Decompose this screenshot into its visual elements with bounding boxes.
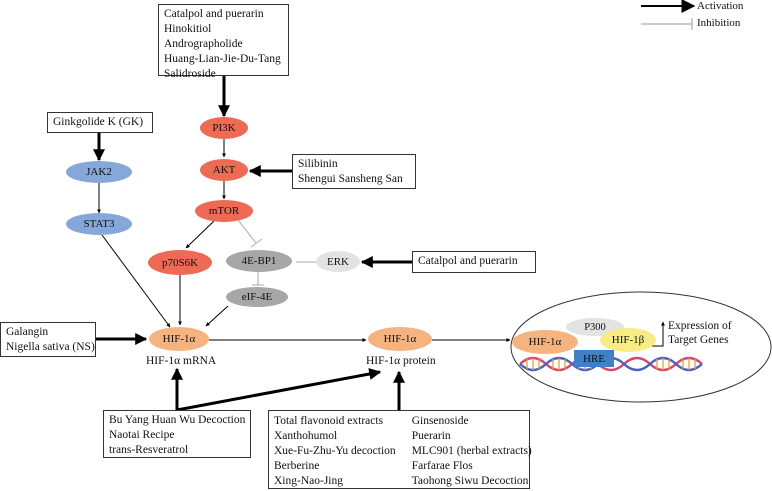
hif-protein-node: HIF-1α <box>368 327 432 351</box>
bottom-right-item: Berberine <box>274 460 320 472</box>
bottom-right-item: Xue-Fu-Zhu-Yu decoction <box>274 445 396 457</box>
arrow-bottom-left-to-hif-protein <box>176 368 382 412</box>
bottom-right-item: Farfarae Flos <box>411 460 473 472</box>
expression-label-line-1: Expression of <box>668 320 732 332</box>
bottom-right-item: MLC901 (herbal extracts) <box>411 445 532 457</box>
hif-mrna-activator-2: Nigella sativa (NS) <box>6 341 95 353</box>
hif-protein-label: HIF-1α protein <box>366 355 436 367</box>
legend-inhibition-label: Inhibition <box>697 17 741 29</box>
hif-mrna-activators-box: Galangin Nigella sativa (NS) <box>0 322 96 357</box>
hif-mrna-label: HIF-1α mRNA <box>146 355 217 367</box>
4ebp1-node: 4E-BP1 <box>226 250 292 272</box>
bottom-right-column-1: Total flavonoid extracts Xanthohumol Xue… <box>274 414 396 487</box>
pi3k-activator-4: Huang-Lian-Jie-Du-Tang <box>164 53 281 65</box>
pi3k-activator-3: Andrographolide <box>164 38 243 50</box>
hre-box: HRE <box>574 350 614 367</box>
legend-activation-label: Activation <box>697 0 744 12</box>
nucleus-ellipse <box>510 291 772 403</box>
akt-activators-box: Silibinin Shengui Sansheng San <box>292 154 416 189</box>
pi3k-node: PI3K <box>200 117 248 139</box>
bottom-left-item-1: Bu Yang Huan Wu Decoction <box>109 414 246 426</box>
arrow-stat3-to-hif-mrna <box>101 234 171 328</box>
pi3k-activators-box: Catalpol and puerarin Hinokitiol Androgr… <box>158 4 289 80</box>
expression-label-line-2: Target Genes <box>668 334 729 346</box>
bottom-right-item: Puerarin <box>411 430 451 442</box>
inhibit-mtor-to-4ebp1 <box>237 219 257 244</box>
akt-node: AKT <box>200 159 248 181</box>
pi3k-activator-2: Hinokitiol <box>164 23 212 35</box>
arrow-complex-to-expression <box>652 321 665 347</box>
eif4e-node: eIF-4E <box>226 287 288 307</box>
jak2-node: JAK2 <box>66 161 132 183</box>
pi3k-activator-5: Salidroside <box>164 68 216 80</box>
bottom-left-item-3: trans-Resveratrol <box>109 444 189 456</box>
p70s6k-node: p70S6K <box>148 250 212 275</box>
bottom-right-item: Ginsenoside <box>411 415 469 427</box>
bottom-right-item: Xanthohumol <box>274 430 338 442</box>
bottom-right-column-2: Ginsenoside Puerarin MLC901 (herbal extr… <box>411 414 532 487</box>
hif-mrna-activator-1: Galangin <box>6 326 49 338</box>
pi3k-activator-1: Catalpol and puerarin <box>164 8 264 20</box>
akt-activator-2: Shengui Sansheng San <box>298 173 403 185</box>
complex-hif1b-node: HIF-1β <box>600 328 656 352</box>
mtor-node: mTOR <box>195 200 253 222</box>
bottom-left-item-2: Naotai Recipe <box>109 429 175 441</box>
bottom-left-box: Bu Yang Huan Wu Decoction Naotai Recipe … <box>103 410 251 458</box>
bottom-right-item: Xing-Nao-Jing <box>274 475 343 487</box>
arrow-eif4e-to-hif-mrna <box>205 305 229 327</box>
erk-activator-label: Catalpol and puerarin <box>418 255 518 267</box>
gk-box: Ginkgolide K (GK) <box>47 112 153 133</box>
erk-activator-box: Catalpol and puerarin <box>412 251 536 273</box>
complex-hif1a-node: HIF-1α <box>512 330 578 354</box>
akt-activator-1: Silibinin <box>298 158 338 170</box>
inhibit-mtor-to-4ebp1-bar <box>250 238 263 248</box>
stat3-node: STAT3 <box>66 213 132 235</box>
bottom-right-item: Total flavonoid extracts <box>274 415 384 427</box>
bottom-right-box: Total flavonoid extracts Xanthohumol Xue… <box>268 410 532 489</box>
bottom-right-item: Taohong Siwu Decoction <box>411 475 529 487</box>
gk-label: Ginkgolide K (GK) <box>53 116 144 128</box>
erk-node: ERK <box>316 251 360 272</box>
expression-label: Expression of Target Genes <box>668 319 732 347</box>
arrow-mtor-to-p70s6k <box>185 220 215 249</box>
hif-mrna-node: HIF-1α <box>149 327 209 351</box>
